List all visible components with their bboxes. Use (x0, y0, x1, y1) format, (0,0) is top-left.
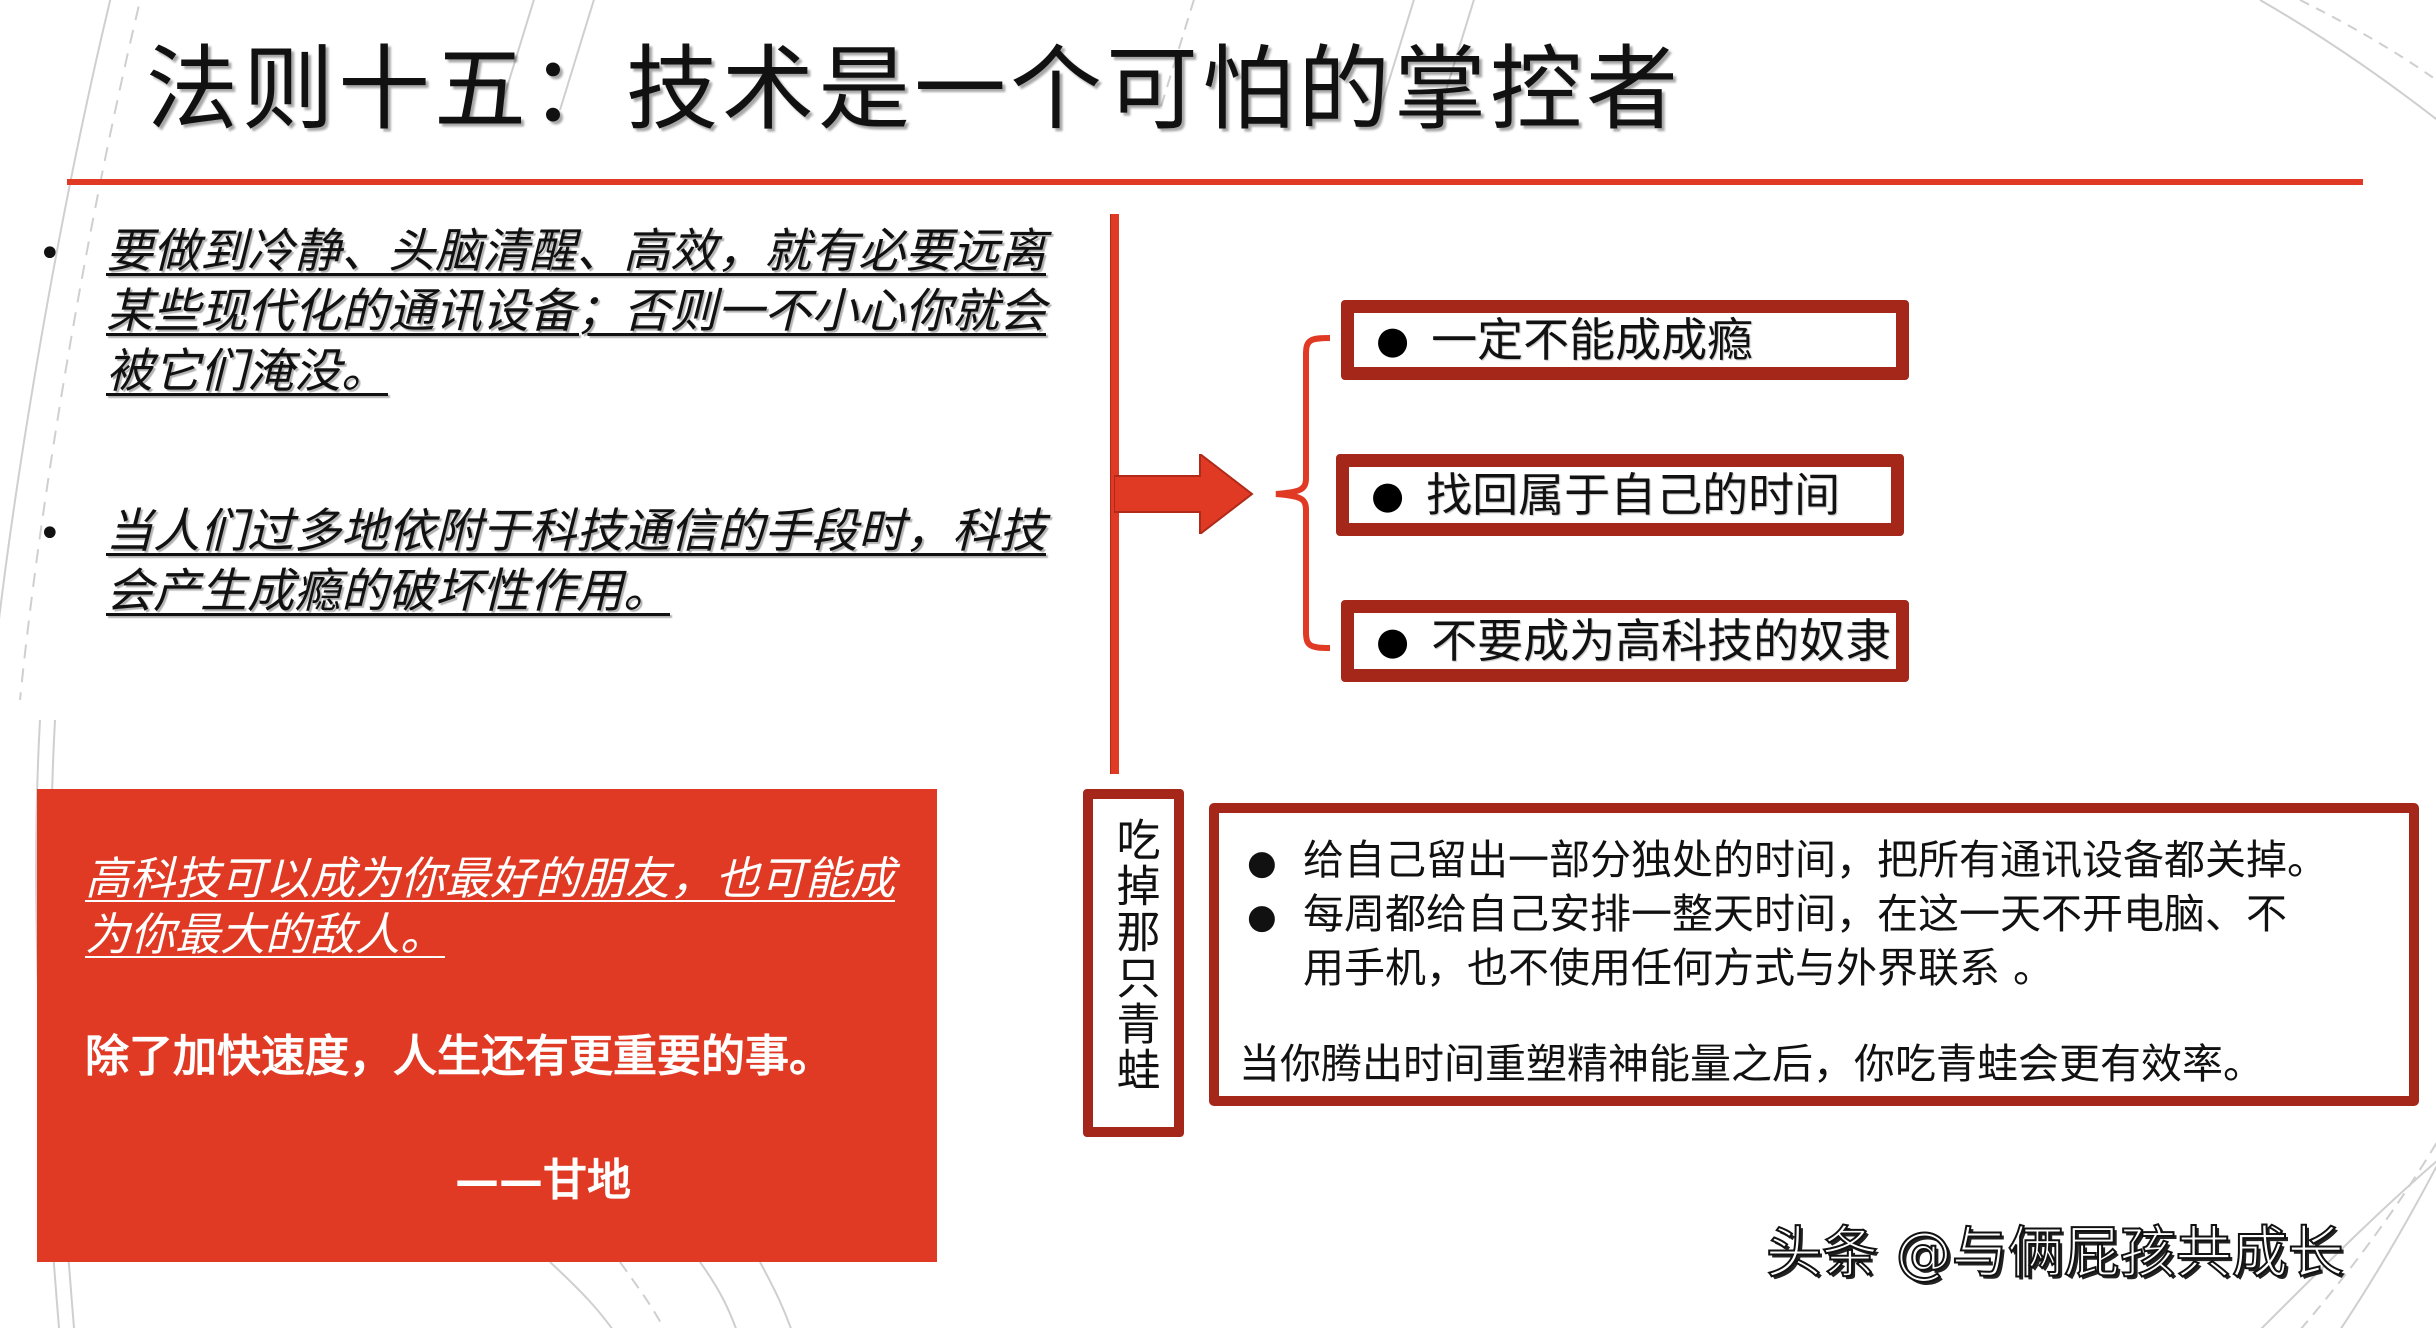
bullet-text: 要做到冷静、头脑清醒、高效，就有必要远离某些现代化的通讯设备；否则一不小心你就会… (106, 224, 1046, 399)
arrow-right-icon (1114, 454, 1254, 534)
point-box-1: ● 一定不能成成瘾 (1341, 300, 1909, 380)
bullet-marker: ● (1247, 843, 1277, 883)
point-label: 找回属于自己的时间 (1426, 468, 1841, 522)
tip-text: 每周都给自己安排一整天时间，在这一天不开电脑、不 (1303, 890, 2287, 938)
frog-label: 吃掉那只青蛙 (1108, 817, 1160, 1093)
frog-label-box: 吃掉那只青蛙 (1083, 789, 1184, 1137)
quote-attribution: ——甘地 (455, 1155, 631, 1206)
bullet-marker: ● (1371, 473, 1405, 517)
tip-text: 给自己留出一部分独处的时间，把所有通讯设备都关掉。 (1303, 836, 2328, 884)
quote-box: 高科技可以成为你最好的朋友，也可能成为你最大的敌人。 除了加快速度，人生还有更重… (37, 789, 937, 1262)
bullet-text: 当人们过多地依附于科技通信的手段时，科技会产生成瘾的破坏性作用。 (106, 504, 1046, 619)
quote-line-1: 高科技可以成为你最好的朋友，也可能成为你最大的敌人。 (85, 852, 896, 961)
watermark: 头条 @与俩屁孩共成长 (1765, 1220, 2345, 1287)
point-box-3: ● 不要成为高科技的奴隶 (1341, 600, 1909, 682)
bullet-item: • 当人们过多地依附于科技通信的手段时，科技会产生成瘾的破坏性作用。 (30, 502, 1050, 622)
bullet-marker: ● (1376, 619, 1410, 663)
point-label: 不要成为高科技的奴隶 (1431, 614, 1892, 668)
bullet-item: • 要做到冷静、头脑清醒、高效，就有必要远离某些现代化的通讯设备；否则一不小心你… (30, 222, 1050, 402)
point-label: 一定不能成成瘾 (1431, 313, 1754, 367)
brace-icon (1275, 335, 1331, 651)
point-box-2: ● 找回属于自己的时间 (1336, 454, 1904, 536)
bullet-marker: ● (1247, 897, 1277, 937)
bullet-marker: • (38, 511, 62, 557)
tip-item: ● 给自己留出一部分独处的时间，把所有通讯设备都关掉。 (1247, 833, 2328, 890)
tip-text-continued: 用手机，也不使用任何方式与外界联系 。 (1303, 944, 2055, 992)
page-title: 法则十五：技术是一个可怕的掌控者 (146, 36, 1683, 143)
tips-box: ● 给自己留出一部分独处的时间，把所有通讯设备都关掉。 ● 每周都给自己安排一整天时… (1209, 803, 2419, 1106)
bullet-marker: • (38, 231, 62, 277)
tips-summary: 当你腾出时间重塑精神能量之后，你吃青蛙会更有效率。 (1239, 1040, 2264, 1088)
bullet-marker: ● (1376, 318, 1410, 362)
tip-item: ● 每周都给自己安排一整天时间，在这一天不开电脑、不 (1247, 887, 2287, 944)
title-divider (67, 179, 2363, 185)
quote-line-2: 除了加快速度，人生还有更重要的事。 (85, 1031, 833, 1082)
bullet-list: • 要做到冷静、头脑清醒、高效，就有必要远离某些现代化的通讯设备；否则一不小心你… (30, 222, 1050, 686)
